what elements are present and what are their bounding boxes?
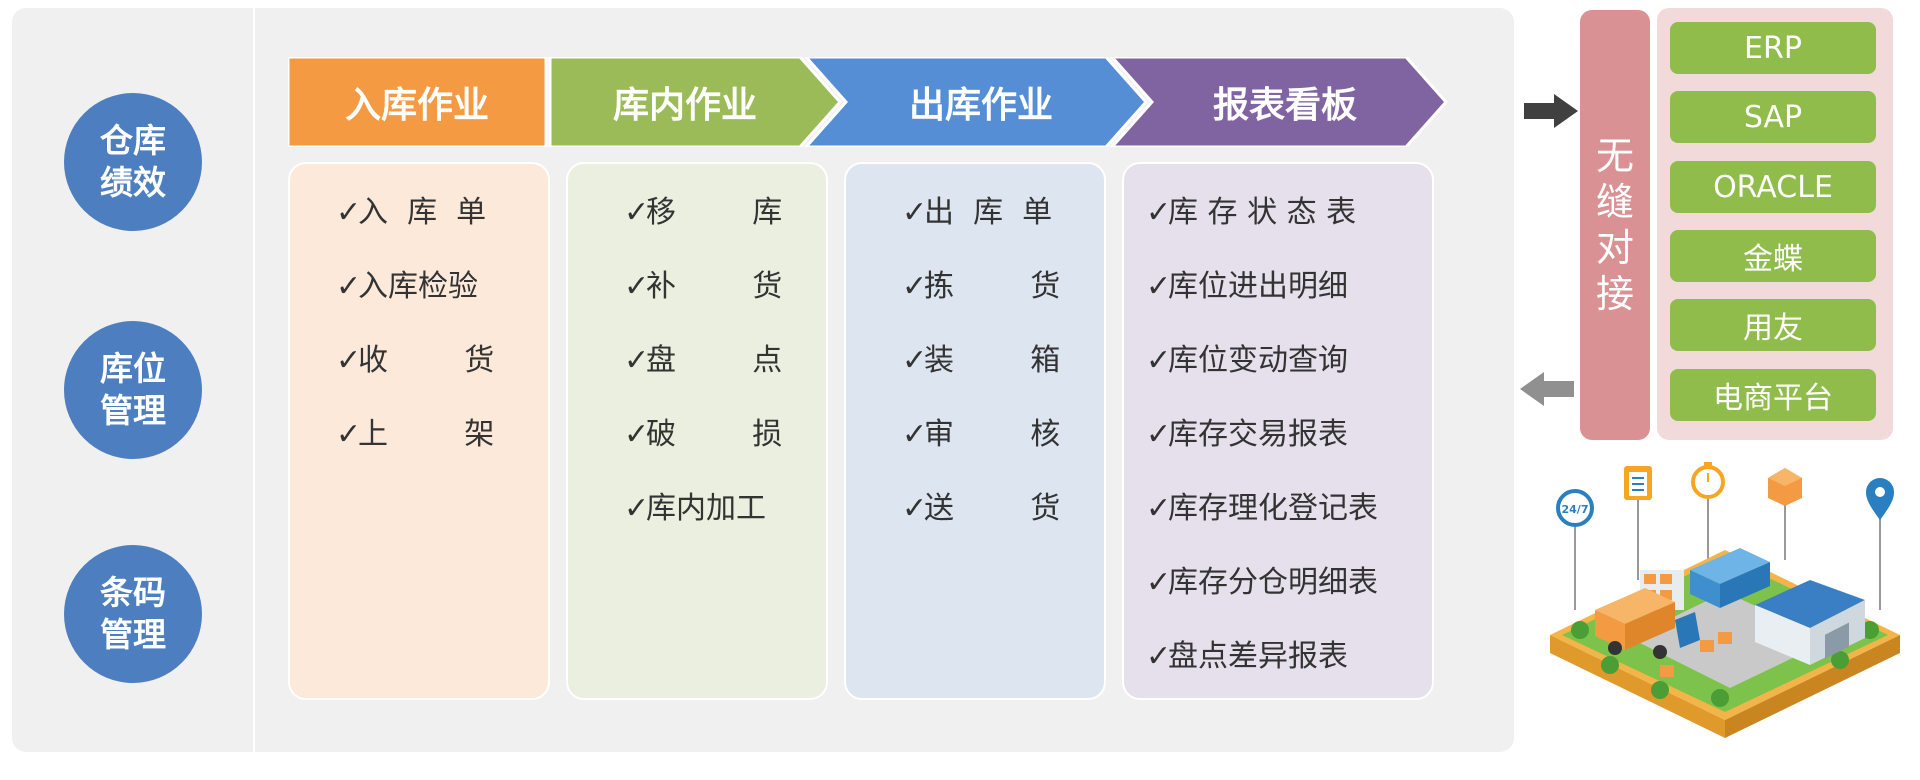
list-item: ✓库内加工 (624, 486, 826, 560)
check-icon: ✓ (336, 269, 362, 304)
stage-label: 入库作业 (344, 85, 489, 126)
circle-label: 仓库绩效 (100, 121, 166, 202)
clock-24-7-icon: 24/7 (1556, 489, 1594, 527)
stage-internal[interactable]: 库内作业 (550, 57, 820, 147)
system-erp[interactable]: ERP (1670, 22, 1876, 74)
card-inbound: ✓入 库 单 ✓入库检验 ✓收 货 ✓上 架 (288, 162, 550, 700)
stage-label: 出库作业 (908, 85, 1053, 126)
check-icon: ✓ (1146, 565, 1172, 600)
list-item: ✓入库检验 (336, 264, 548, 338)
check-icon: ✓ (336, 343, 362, 378)
system-ecommerce[interactable]: 电商平台 (1670, 369, 1876, 421)
list-item: ✓库位变动查询 (1146, 338, 1432, 412)
check-icon: ✓ (902, 195, 928, 230)
check-icon: ✓ (902, 417, 928, 452)
circle-label: 条码管理 (100, 573, 166, 654)
list-item: ✓审 核 (902, 412, 1104, 486)
list-item: ✓补 货 (624, 264, 826, 338)
stage-label: 报表看板 (1212, 85, 1357, 126)
circle-label: 库位管理 (100, 349, 166, 430)
list-item: ✓盘 点 (624, 338, 826, 412)
check-icon: ✓ (624, 195, 650, 230)
box-icon (1768, 468, 1802, 506)
stage-outbound[interactable]: 出库作业 (836, 57, 1126, 147)
card-outbound: ✓出 库 单 ✓拣 货 ✓装 箱 ✓审 核 ✓送 货 (844, 162, 1106, 700)
check-icon: ✓ (336, 417, 362, 452)
card-internal: ✓移 库 ✓补 货 ✓盘 点 ✓破 损 ✓库内加工 (566, 162, 828, 700)
system-yonyou[interactable]: 用友 (1670, 299, 1876, 351)
system-oracle[interactable]: ORACLE (1670, 161, 1876, 213)
seamless-integration-label: 无缝对接 (1580, 10, 1650, 440)
arrow-right-icon (1524, 94, 1578, 128)
list-item: ✓库位进出明细 (1146, 264, 1432, 338)
list-item: ✓装 箱 (902, 338, 1104, 412)
check-icon: ✓ (902, 269, 928, 304)
clipboard-icon (1624, 466, 1652, 500)
check-icon: ✓ (902, 491, 928, 526)
circle-location-management[interactable]: 库位管理 (64, 321, 202, 459)
list-item: ✓拣 货 (902, 264, 1104, 338)
location-pin-icon (1866, 478, 1894, 520)
arrow-left-icon (1520, 372, 1574, 406)
card-report: ✓库 存 状 态 表 ✓库位进出明细 ✓库位变动查询 ✓库存交易报表 ✓库存理化… (1122, 162, 1434, 700)
list-item: ✓破 损 (624, 412, 826, 486)
list-item: ✓移 库 (624, 190, 826, 264)
system-kingdee[interactable]: 金蝶 (1670, 230, 1876, 282)
list-item: ✓库 存 状 态 表 (1146, 190, 1432, 264)
check-icon: ✓ (624, 491, 650, 526)
list-item: ✓出 库 单 (902, 190, 1104, 264)
stage-shape-inbound (288, 57, 548, 147)
system-sap[interactable]: SAP (1670, 91, 1876, 143)
check-icon: ✓ (1146, 195, 1172, 230)
list-item: ✓收 货 (336, 338, 548, 412)
check-icon: ✓ (1146, 269, 1172, 304)
list-item: ✓库存理化登记表 (1146, 486, 1432, 560)
check-icon: ✓ (1146, 417, 1172, 452)
check-icon: ✓ (1146, 491, 1172, 526)
list-item: ✓上 架 (336, 412, 548, 486)
list-item: ✓库存交易报表 (1146, 412, 1432, 486)
check-icon: ✓ (624, 417, 650, 452)
stage-shape-outbound (803, 57, 1149, 147)
panel-divider (253, 8, 255, 752)
warehouse-illustration: 24/7 (1550, 462, 1900, 738)
stage-shape-internal (548, 57, 843, 147)
check-icon: ✓ (624, 343, 650, 378)
stage-inbound[interactable]: 入库作业 (288, 57, 546, 147)
stage-report[interactable]: 报表看板 (1144, 57, 1426, 147)
list-item: ✓入 库 单 (336, 190, 548, 264)
svg-text:24/7: 24/7 (1562, 503, 1589, 516)
circle-barcode-management[interactable]: 条码管理 (64, 545, 202, 683)
systems-panel (1657, 8, 1893, 440)
check-icon: ✓ (624, 269, 650, 304)
process-band: 入库作业 库内作业 出库作业 报表看板 (288, 57, 1448, 147)
check-icon: ✓ (902, 343, 928, 378)
stopwatch-icon (1691, 462, 1725, 499)
stage-shape-report (1109, 57, 1448, 147)
stage-label: 库内作业 (612, 85, 757, 126)
list-item: ✓送 货 (902, 486, 1104, 560)
list-item: ✓盘点差异报表 (1146, 634, 1432, 708)
check-icon: ✓ (1146, 343, 1172, 378)
circle-warehouse-performance[interactable]: 仓库绩效 (64, 93, 202, 231)
list-item: ✓库存分仓明细表 (1146, 560, 1432, 634)
check-icon: ✓ (336, 195, 362, 230)
check-icon: ✓ (1146, 639, 1172, 674)
process-arrows (288, 57, 1448, 147)
